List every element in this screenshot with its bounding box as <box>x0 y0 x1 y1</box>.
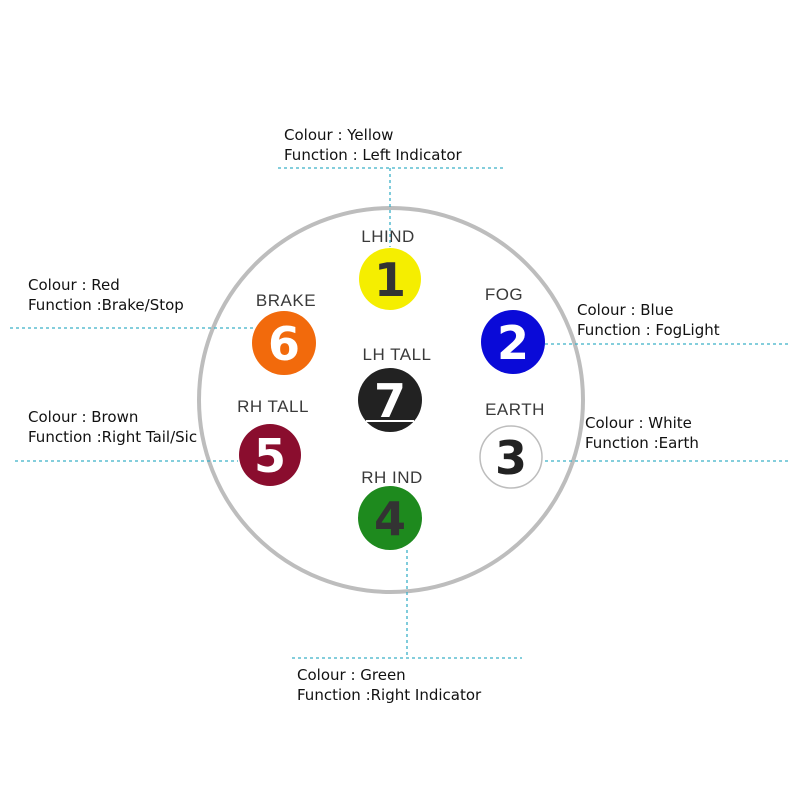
callout-pin-1-function: Function : Left Indicator <box>284 146 462 164</box>
pin-2-label: FOG <box>485 285 523 304</box>
pin-6-number: 6 <box>268 317 300 371</box>
pin-3: EARTH 3 <box>479 400 545 489</box>
pin-7-label: LH TALL <box>362 345 431 364</box>
callout-pin-1: Colour : Yellow Function : Left Indicato… <box>284 126 462 164</box>
callout-pin-4-colour: Colour : Green <box>297 666 406 684</box>
pin-1-number: 1 <box>374 253 406 307</box>
pin-4: RH IND 4 <box>358 468 423 550</box>
pin-7: LH TALL 7 <box>358 345 431 432</box>
callout-pin-5-function: Function :Right Tail/Sic <box>28 428 197 446</box>
pin-1-label: LHIND <box>361 227 415 246</box>
pin-4-label: RH IND <box>361 468 423 487</box>
pin-5-number: 5 <box>254 429 286 483</box>
pin-7-circle <box>358 368 422 432</box>
pin-6: BRAKE 6 <box>252 291 316 375</box>
pin-2-circle <box>481 310 545 374</box>
pin-6-circle <box>252 311 316 375</box>
callout-pin-2-colour: Colour : Blue <box>577 301 673 319</box>
pin-5: RH TALL 5 <box>237 397 309 486</box>
pin-4-number: 4 <box>374 492 406 546</box>
callout-pin-6-colour: Colour : Red <box>28 276 120 294</box>
pin-2: FOG 2 <box>481 285 545 374</box>
pin-6-label: BRAKE <box>256 291 316 310</box>
callout-pin-6: Colour : Red Function :Brake/Stop <box>28 276 184 314</box>
pin-7-number: 7 <box>374 374 406 428</box>
callout-pin-4: Colour : Green Function :Right Indicator <box>297 666 482 704</box>
pin-3-number: 3 <box>495 431 527 485</box>
pin-2-number: 2 <box>497 316 529 370</box>
callout-pin-3: Colour : White Function :Earth <box>585 414 699 452</box>
pin-5-circle <box>239 424 301 486</box>
pin-3-circle <box>479 425 543 489</box>
pin-3-label: EARTH <box>485 400 545 419</box>
callout-pin-3-function: Function :Earth <box>585 434 699 452</box>
callout-pin-5-colour: Colour : Brown <box>28 408 138 426</box>
callout-pin-1-colour: Colour : Yellow <box>284 126 393 144</box>
callout-pin-2: Colour : Blue Function : FogLight <box>577 301 720 339</box>
pin-5-label: RH TALL <box>237 397 309 416</box>
callout-pin-4-function: Function :Right Indicator <box>297 686 482 704</box>
callout-pin-2-function: Function : FogLight <box>577 321 720 339</box>
lead-lines <box>10 167 790 659</box>
pin-1: LHIND 1 <box>359 227 421 310</box>
callout-pin-6-function: Function :Brake/Stop <box>28 296 184 314</box>
callout-pin-5: Colour : Brown Function :Right Tail/Sic <box>28 408 197 446</box>
pin-4-circle <box>358 486 422 550</box>
callout-pin-3-colour: Colour : White <box>585 414 692 432</box>
pin-1-circle <box>359 248 421 310</box>
